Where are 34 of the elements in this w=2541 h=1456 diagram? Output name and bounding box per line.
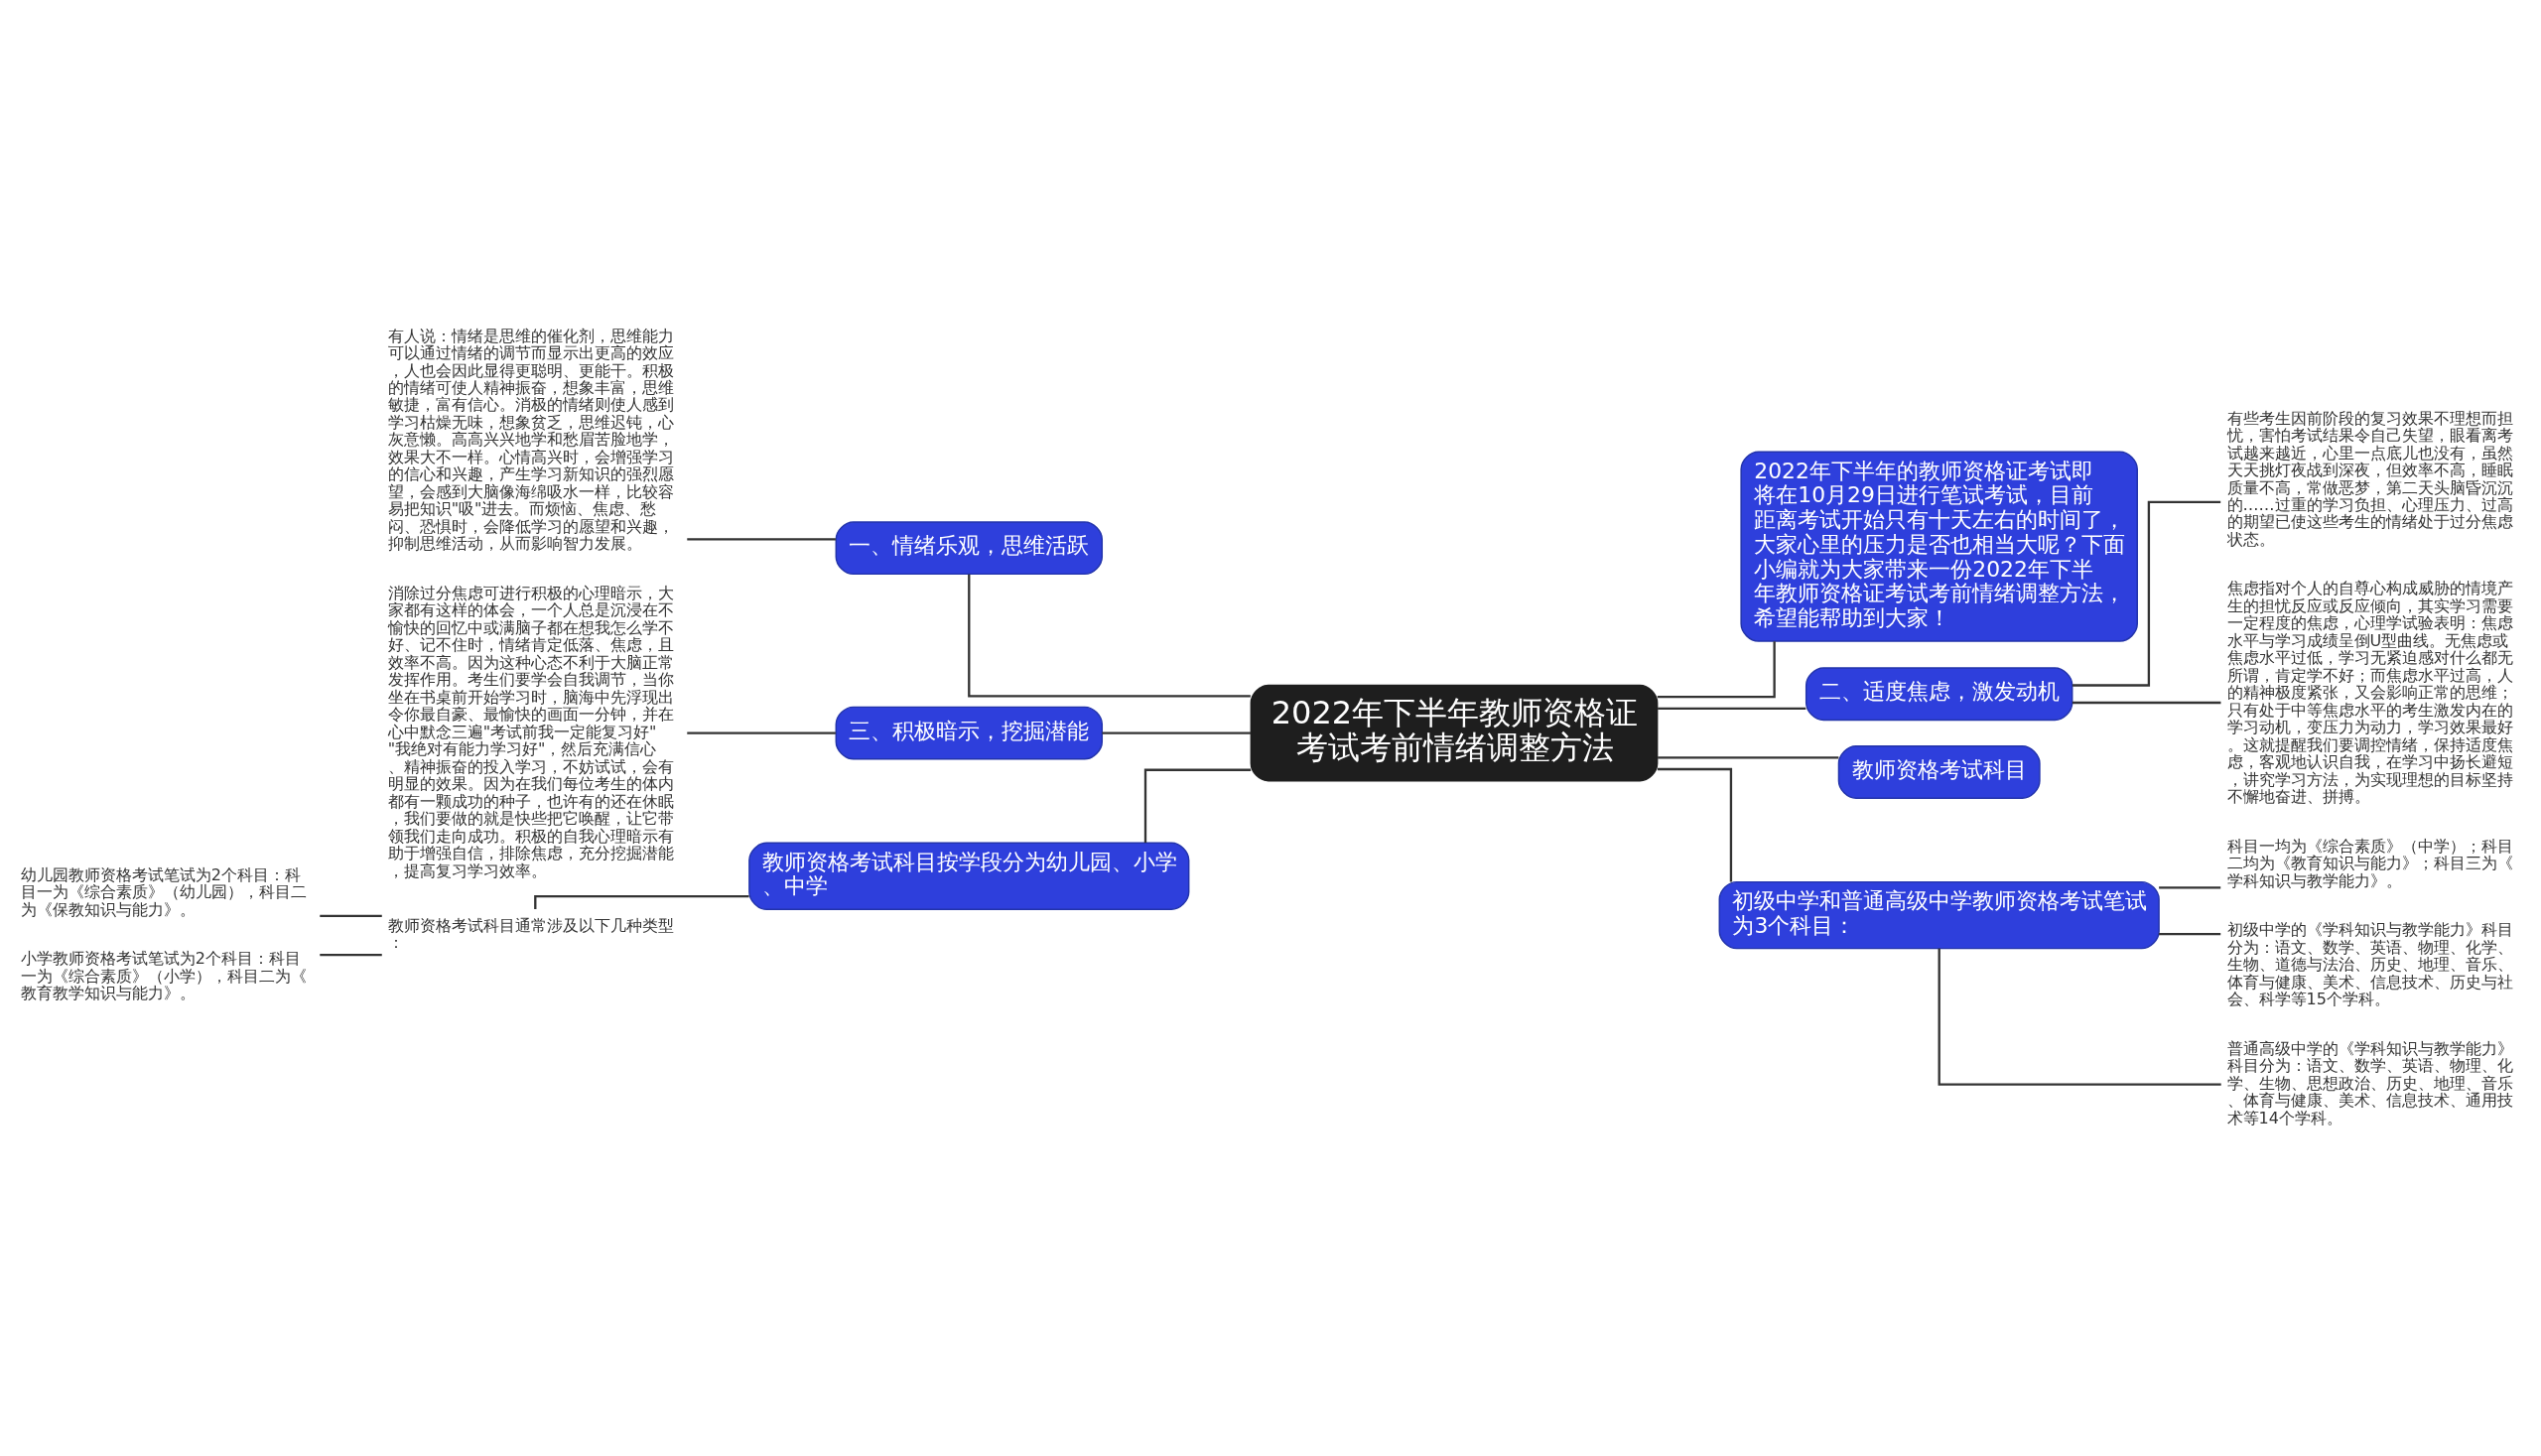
- connector: [1938, 948, 2221, 1086]
- node-text: 幼儿园教师资格考试笔试为2个科目：科目一为《综合素质》（幼儿园），科目二为《保教知识与能力》。: [20, 864, 307, 919]
- connector: [2073, 500, 2221, 687]
- connector: [1102, 731, 1252, 734]
- node-box: 教师资格考试科目按学段分为幼儿园、小学、中学: [748, 842, 1190, 911]
- connector: [320, 954, 382, 957]
- node-box: 二、适度焦虑，激发动机: [1805, 667, 2073, 722]
- connector: [1657, 767, 1733, 882]
- node-text: 有人说：情绪是思维的催化剂，思维能力可以通过情绪的调节而显示出更高的效应，人也会因此显得更聪明、更能干。积极的情绪可使人精神振奋，想象丰富，思维敏捷，富有信心。消极的情绪则使人感到学习枯燥无味，想象贫乏，思维迟钝，心灰意懒。高高兴兴地学和愁眉苦脸地学，效果大不一样。心情高兴时，会增强学习的信心和兴趣，产生学习新知识的强烈愿望，会感到大脑像海绵吸水一样，比较容易把知识"吸"进去。而烦恼、焦虑、愁闷、恐惧时，会降低学习的愿望和兴趣，抑制思维活动，从而影响智力发展。: [387, 326, 674, 554]
- connector: [1657, 641, 1776, 699]
- node-text: 教师资格考试科目通常涉及以下几种类型：: [387, 915, 674, 953]
- node-box: 2022年下半年教师资格证考试考前情绪调整方法: [1250, 684, 1659, 782]
- connector: [968, 574, 1251, 698]
- node-box: 三、积极暗示，挖掘潜能: [835, 706, 1104, 760]
- node-text: 普通高级中学的《学科知识与教学能力》科目分为：语文、数学、英语、物理、化学、生物、思想政治、历史、地理、音乐、体育与健康、美术、信息技术、通用技术等14个学科。: [2226, 1038, 2513, 1127]
- connector: [1658, 756, 1839, 759]
- node-text: 小学教师资格考试笔试为2个科目：科目一为《综合素质》（小学），科目二为《教育教学知识与能力》。: [20, 949, 307, 1003]
- node-text: 消除过分焦虑可进行积极的心理暗示，大家都有这样的体会，一个人总是沉浸在不愉快的回忆中或满脑子都在想我怎么学不好、记不住时，情绪肯定低落、焦虑，且效率不高。因为这种心态不利于大脑正常发挥作用。考生们要学会自我调节，当你坐在书桌前开始学习时，脑海中先浮现出令你最自豪、最愉快的画面一分钟，并在心中默念三遍"考试前我一定能复习好""我绝对有能力学习好"，然后充满信心、精神振奋的投入学习，不妨试试，会有明显的效果。因为在我们每位考生的体内都有一颗成功的种子，也许有的还在休眠，我们要做的就是快些把它唤醒，让它带领我们走向成功。积极的自我心理暗示有助于增强自信，排除焦虑，充分挖掘潜能，提高复习学习效率。: [387, 583, 674, 880]
- node-box: 初级中学和普通高级中学教师资格考试笔试为3个科目：: [1718, 880, 2160, 950]
- connector: [320, 914, 382, 918]
- node-text: 科目一均为《综合素质》（中学）；科目二均为《教育知识与能力》；科目三为《学科知识与教学能力》。: [2226, 836, 2513, 890]
- node-box: 2022年下半年的教师资格证考试即将在10月29日进行笔试考试，目前距离考试开始只有十天左右的时间了，大家心里的压力是否也相当大呢？下面小编就为大家带来一份2022年下半年教师资格证考试考前情绪调整方法，希望能帮助到大家！: [1740, 451, 2138, 642]
- node-box: 一、情绪乐观，思维活跃: [835, 521, 1104, 576]
- node-box: 教师资格考试科目: [1837, 745, 2041, 799]
- connector: [1143, 768, 1252, 843]
- connector: [2159, 886, 2221, 889]
- node-text: 有些考生因前阶段的复习效果不理想而担忧，害怕考试结果令自己失望，眼看离考试越来越近，心里一点底儿也没有，虽然天天挑灯夜战到深夜，但效率不高，睡眠质量不高，常做恶梦，第二天头脑昏沉沉的……过重的学习负担、心理压力、过高的期望已使这些考生的情绪处于过分焦虑状态。: [2226, 408, 2513, 549]
- node-text: 焦虑指对个人的自尊心构成威胁的情境产生的担忧反应或反应倾向，其实学习需要一定程度的焦虑，心理学试验表明：焦虑水平与学习成绩呈倒U型曲线。无焦虑或焦虑水平过低，学习无紧迫感对什么都无所谓，肯定学不好；而焦虑水平过高，人的精神极度紧张，又会影响正常的思维；只有处于中等焦虑水平的考生激发内在的学习动机，变压力为动力，学习效果最好。这就提醒我们要调控情绪，保持适度焦虑，客观地认识自我，在学习中扬长避短，讲究学习方法，为实现理想的目标坚持不懈地奋进、拼搏。: [2226, 579, 2513, 807]
- connector: [2073, 701, 2221, 705]
- connector: [1658, 707, 1806, 710]
- connector: [2159, 932, 2221, 936]
- connector: [687, 731, 836, 734]
- connector: [687, 538, 836, 541]
- node-text: 初级中学的《学科知识与教学能力》科目分为：语文、数学、英语、物理、化学、生物、道德与法治、历史、地理、音乐、体育与健康、美术、信息技术、历史与社会、科学等15个学科。: [2226, 920, 2513, 1009]
